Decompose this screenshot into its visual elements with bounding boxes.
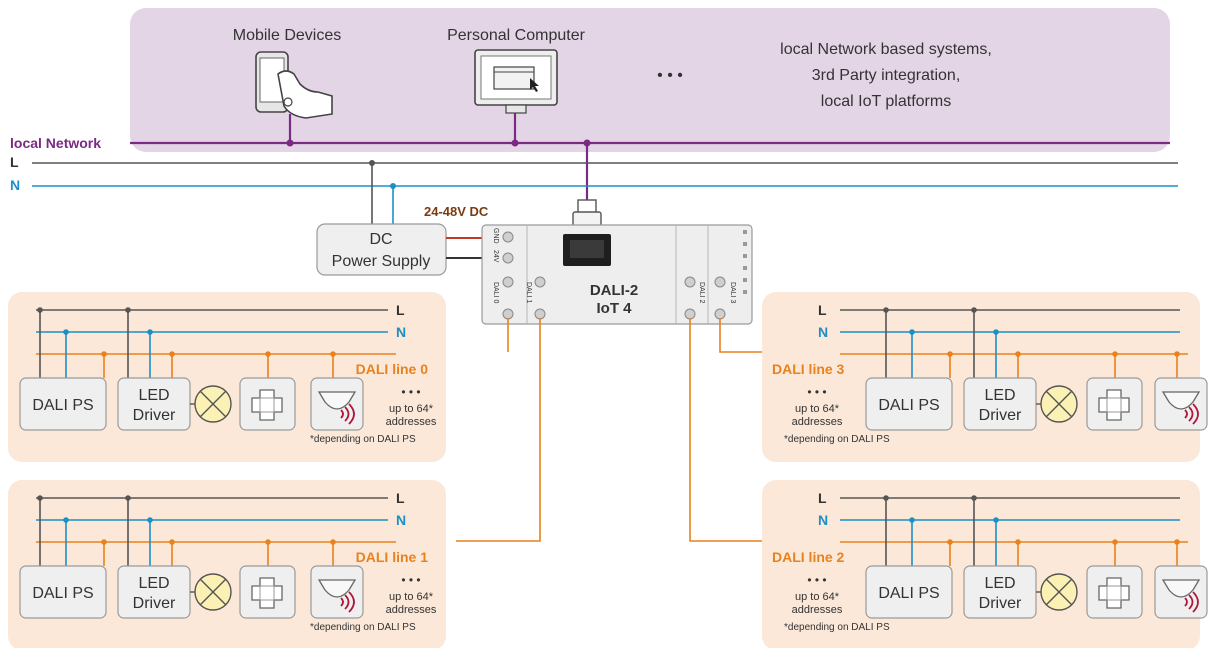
mains-n-label: N [10, 177, 20, 193]
dali-panel-line1: LN DALI line 1 DALI PS LED Driver • • • up to … [8, 480, 446, 648]
dali-ps-label: DALI PS [878, 585, 939, 602]
led-driver-label-1: LED [984, 575, 1015, 592]
panel-title: DALI line 3 [772, 361, 845, 377]
dali-panel-line0: LN DALI line 0 DALI PS LED Driver • • • up to … [8, 292, 446, 462]
gateway-term-24v: 24V [492, 250, 499, 263]
led-driver-label-1: LED [138, 575, 169, 592]
addresses-label: addresses [792, 604, 843, 616]
dali-panel-line3: LN DALI line 3 DALI PS LED Driver • • • up to … [762, 292, 1208, 462]
dali-ps-box [865, 377, 953, 431]
dali-ps-box [865, 565, 953, 619]
gateway-name-line2: IoT 4 [596, 300, 632, 317]
more-devices-dots: • • • [807, 385, 826, 399]
footnote-label: *depending on DALI PS [784, 434, 890, 445]
sensor-icon [310, 377, 364, 431]
mobile-devices-label: Mobile Devices [233, 27, 341, 44]
network-ellipsis: • • • [657, 67, 683, 84]
footnote-label: *depending on DALI PS [310, 434, 416, 445]
panel-n-label: N [396, 324, 406, 340]
network-zone [130, 8, 1170, 152]
dali-ps-label: DALI PS [878, 397, 939, 414]
more-devices-dots: • • • [401, 385, 420, 399]
up-to-64-label: up to 64* [389, 403, 434, 415]
voltage-label: 24-48V DC [424, 204, 489, 219]
led-driver-label-1: LED [984, 387, 1015, 404]
systems-line-1: local Network based systems, [780, 41, 992, 58]
gateway-term-dali1: DALI 1 [525, 282, 532, 304]
more-devices-dots: • • • [807, 573, 826, 587]
push-button-icon [239, 377, 296, 431]
addresses-label: addresses [792, 416, 843, 428]
local-network-label: local Network [10, 135, 101, 151]
dc-power-supply-line1: DC [369, 231, 392, 248]
addresses-label: addresses [386, 416, 437, 428]
panel-l-label: L [396, 490, 405, 506]
dali-ps-box [19, 565, 107, 619]
panel-n-label: N [818, 512, 828, 528]
lamp-icon [190, 573, 232, 611]
systems-line-2: 3rd Party integration, [812, 67, 961, 84]
gateway-term-dali0: DALI 0 [492, 282, 499, 304]
panel-n-label: N [818, 324, 828, 340]
lamp-icon [1036, 385, 1078, 423]
up-to-64-label: up to 64* [795, 591, 840, 603]
panel-l-label: L [396, 302, 405, 318]
personal-computer-label: Personal Computer [447, 27, 586, 44]
push-button-icon [239, 565, 296, 619]
push-button-icon [1086, 377, 1143, 431]
dali-panel-line2: LN DALI line 2 DALI PS LED Driver • • • up to … [762, 480, 1208, 648]
more-devices-dots: • • • [401, 573, 420, 587]
footnote-label: *depending on DALI PS [784, 622, 890, 633]
lamp-icon [190, 385, 232, 423]
up-to-64-label: up to 64* [795, 403, 840, 415]
led-driver-label-2: Driver [133, 595, 176, 612]
dali-ps-label: DALI PS [32, 585, 93, 602]
addresses-label: addresses [386, 604, 437, 616]
dc-power-supply [316, 223, 447, 276]
lamp-icon [1036, 573, 1078, 611]
led-driver-label-2: Driver [979, 407, 1022, 424]
panel-title: DALI line 2 [772, 549, 845, 565]
led-driver-label-1: LED [138, 387, 169, 404]
led-driver-label-2: Driver [133, 407, 176, 424]
sensor-icon [1154, 377, 1208, 431]
gateway-term-dali2: DALI 2 [698, 282, 705, 304]
personal-computer-icon [474, 49, 558, 114]
panel-title: DALI line 0 [356, 361, 429, 377]
mains-l-label: L [10, 154, 19, 170]
panel-n-label: N [396, 512, 406, 528]
systems-line-3: local IoT platforms [821, 93, 951, 110]
dali-ps-label: DALI PS [32, 397, 93, 414]
sensor-icon [310, 565, 364, 619]
gateway-term-gnd: GND [492, 228, 499, 244]
push-button-icon [1086, 565, 1143, 619]
dali-ps-box [19, 377, 107, 431]
panel-l-label: L [818, 302, 827, 318]
led-driver-label-2: Driver [979, 595, 1022, 612]
gateway-name-line1: DALI-2 [590, 282, 638, 299]
up-to-64-label: up to 64* [389, 591, 434, 603]
dc-power-supply-line2: Power Supply [332, 253, 431, 270]
footnote-label: *depending on DALI PS [310, 622, 416, 633]
mobile-device-icon [255, 51, 333, 119]
panel-title: DALI line 1 [356, 549, 429, 565]
panel-l-label: L [818, 490, 827, 506]
dali-iot4-gateway [481, 224, 753, 325]
gateway-term-dali3: DALI 3 [729, 282, 736, 304]
sensor-icon [1154, 565, 1208, 619]
